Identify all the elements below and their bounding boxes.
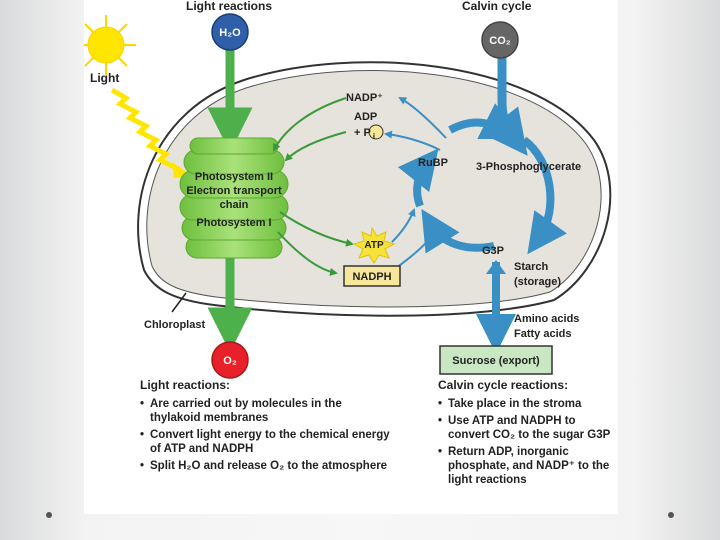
light-reactions-header: Light reactions	[186, 0, 272, 13]
light-zigzag-arrow	[110, 87, 182, 173]
fatty-acids-label: Fatty acids	[514, 328, 571, 340]
co2-label: CO₂	[489, 35, 511, 47]
adp-label: ADP	[354, 111, 377, 123]
calvin-cycle-header: Calvin cycle	[462, 0, 532, 13]
calvin-legend-item: Return ADP, inorganic phosphate, and NAD…	[438, 445, 614, 487]
thylakoid-label-2: Electron transport	[186, 185, 282, 197]
thylakoid-stack	[179, 137, 289, 259]
return-to-adp	[384, 130, 441, 151]
slide-corner-dot-right	[668, 512, 674, 518]
nadph-label: NADPH	[352, 271, 391, 283]
calvin-cycle-legend: Calvin cycle reactions: Take place in th…	[438, 378, 614, 490]
light-legend-item: Are carried out by molecules in the thyl…	[140, 397, 390, 425]
light-legend-title: Light reactions:	[140, 378, 231, 392]
calvin-arrow-left	[397, 148, 439, 208]
thylakoid-label-3: chain	[220, 199, 249, 211]
light-label: Light	[90, 71, 119, 85]
amino-acids-label: Amino acids	[514, 313, 579, 325]
starch-back-arrowhead	[486, 260, 506, 274]
light-legend-item: Split H₂O and release O₂ to the atmosphe…	[140, 459, 390, 473]
diagram-canvas: Light reactions Calvin cycle H₂O CO₂ O₂ …	[76, 0, 612, 379]
h2o-label: H₂O	[219, 27, 241, 39]
thylakoid-label-1: Photosystem II	[195, 171, 273, 183]
nadph-box	[343, 265, 401, 287]
arrow-adp-to-thylakoid	[284, 131, 347, 162]
atp-starburst	[352, 226, 396, 264]
h2o-circle	[211, 13, 249, 51]
arrow-nadp-to-thylakoid	[273, 97, 347, 152]
photosynthesis-figure: Light reactions Calvin cycle H₂O CO₂ O₂ …	[76, 0, 618, 514]
nadph-into-cycle	[395, 228, 438, 269]
nadp-plus-label: NADP⁺	[346, 92, 383, 104]
co2-circle	[481, 21, 519, 59]
slide-corner-dot-left	[46, 512, 52, 518]
calvin-arrow-top	[448, 103, 522, 139]
phosphoglycerate-label: 3-Phosphoglycerate	[476, 161, 581, 173]
thylakoid-label-4: Photosystem I	[196, 217, 271, 229]
calvin-legend-item: Use ATP and NADPH to convert CO₂ to the …	[438, 414, 614, 442]
phosphate-circle	[368, 124, 384, 140]
atp-into-cycle	[391, 208, 416, 243]
sucrose-box	[439, 345, 553, 375]
light-reactions-legend: Light reactions: Are carried out by mole…	[140, 378, 390, 476]
calvin-legend-item: Take place in the stroma	[438, 397, 614, 411]
rubp-label: RuBP	[418, 157, 448, 169]
calvin-legend-title: Calvin cycle reactions:	[438, 378, 569, 392]
arrow-to-atp	[279, 211, 354, 247]
starch-storage-label: (storage)	[514, 276, 561, 288]
atp-label: ATP	[364, 240, 384, 251]
starch-label: Starch	[514, 261, 549, 273]
return-to-nadp	[398, 97, 447, 139]
chloroplast-pointer	[171, 292, 187, 313]
light-legend-item: Convert light energy to the chemical ene…	[140, 428, 390, 456]
o2-label: O₂	[223, 355, 237, 367]
calvin-arrow-right	[521, 136, 567, 255]
chloroplast-label: Chloroplast	[144, 319, 205, 331]
g3p-label: G3P	[482, 245, 504, 257]
sucrose-label: Sucrose (export)	[452, 355, 540, 367]
o2-circle	[211, 341, 249, 379]
arrow-to-nadph	[277, 231, 338, 276]
sun-icon	[76, 15, 136, 75]
